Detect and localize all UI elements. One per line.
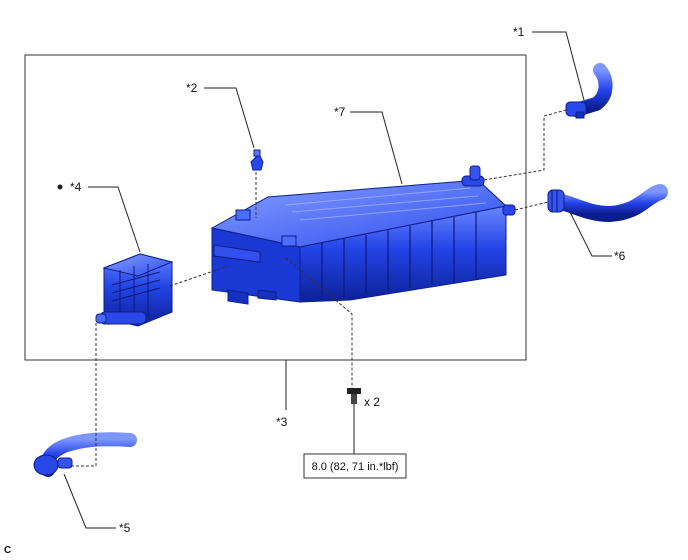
callout-4: *4 (70, 180, 82, 194)
callout-7: *7 (334, 105, 346, 119)
leader-lines (63, 31, 612, 529)
callout-3: *3 (276, 415, 288, 429)
torque-spec-text: 8.0 (82, 71 in.*lbf) (312, 461, 399, 473)
hose-5 (33, 432, 137, 477)
torque-spec-box (303, 453, 407, 479)
clip-fastener (250, 149, 264, 171)
hose-6 (547, 184, 668, 223)
callout-2: *2 (186, 81, 198, 95)
corner-code: C (4, 545, 11, 556)
callout-5: *5 (119, 521, 131, 535)
callout-1: *1 (513, 25, 525, 39)
charcoal-canister (210, 165, 516, 305)
marker-dot (57, 184, 63, 190)
hose-1 (565, 63, 613, 119)
bolt (347, 388, 361, 404)
bolt-quantity: x 2 (364, 395, 380, 409)
callout-6: *6 (614, 249, 626, 263)
assembly-dashed-lines (70, 109, 567, 467)
leak-detection-pump (95, 253, 174, 327)
